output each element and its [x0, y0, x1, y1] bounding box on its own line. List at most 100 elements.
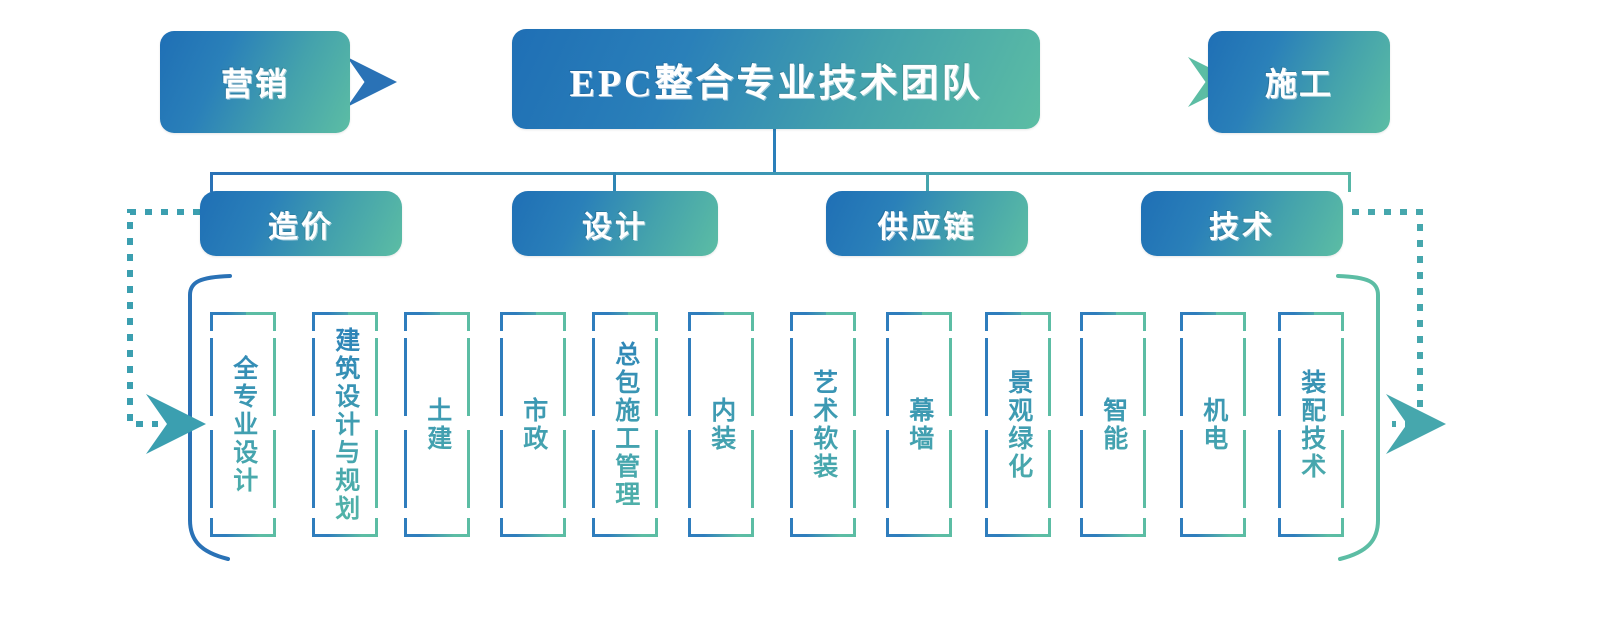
bracket-stub-top-right	[536, 312, 550, 315]
leaf-item-assembly-technology[interactable]: 装配技术	[1278, 312, 1344, 537]
bracket-corner-bottom-left-icon	[886, 518, 905, 537]
bracket-rail-left-upper	[210, 338, 213, 416]
bracket-corner-top-left-icon	[210, 312, 229, 331]
bracket-corner-top-right-icon	[933, 312, 952, 331]
bracket-corner-bottom-right-icon	[359, 518, 378, 537]
bracket-rail-left-lower	[1180, 430, 1183, 508]
bracket-corner-top-right-icon	[257, 312, 276, 331]
bracket-corner-bottom-right-icon	[1127, 518, 1146, 537]
node-branch-technology[interactable]: 技术	[1141, 191, 1343, 256]
bracket-rail-right-upper	[853, 338, 856, 416]
bracket-stub-top-left	[226, 312, 260, 315]
bracket-corner-top-left-icon	[592, 312, 611, 331]
bracket-rail-left-lower	[500, 430, 503, 508]
leaf-frame	[1080, 312, 1146, 537]
bracket-stub-bottom-right	[902, 534, 936, 537]
bracket-rail-left-lower	[985, 430, 988, 508]
bracket-corner-top-right-icon	[735, 312, 754, 331]
bracket-stub-top-left	[516, 312, 550, 315]
bracket-stub-top-right	[246, 312, 260, 315]
node-marketing[interactable]: 营销	[160, 31, 350, 133]
bracket-corner-bottom-right-icon	[1227, 518, 1246, 537]
brace-right-top	[1336, 274, 1380, 297]
leaf-frame	[592, 312, 658, 537]
bracket-corner-bottom-left-icon	[1080, 518, 1099, 537]
bracket-rail-right-lower	[375, 430, 378, 508]
leaf-item-civil-works[interactable]: 土建	[404, 312, 470, 537]
leaf-item-municipal[interactable]: 市政	[500, 312, 566, 537]
bracket-rail-left-upper	[886, 338, 889, 416]
leaf-item-curtain-wall[interactable]: 幕墙	[886, 312, 952, 537]
bracket-rail-right-upper	[563, 338, 566, 416]
bracket-stub-top-left	[420, 312, 454, 315]
bracket-corner-top-right-icon	[451, 312, 470, 331]
bracket-rail-right-upper	[1341, 338, 1344, 416]
bracket-corner-top-left-icon	[1278, 312, 1297, 331]
bracket-rail-right-lower	[1143, 430, 1146, 508]
leaf-item-art-soft-decoration[interactable]: 艺术软装	[790, 312, 856, 537]
bracket-stub-bottom-right	[420, 534, 454, 537]
leaf-frame	[790, 312, 856, 537]
bracket-rail-left-lower	[592, 430, 595, 508]
leaf-label: 全专业设计	[210, 312, 276, 537]
bracket-rail-left-upper	[312, 338, 315, 416]
leaf-item-intelligent[interactable]: 智能	[1080, 312, 1146, 537]
bracket-corner-bottom-right-icon	[837, 518, 856, 537]
connector-drop-2	[613, 172, 616, 192]
leaf-item-architectural-design-planning[interactable]: 建筑设计与规划	[312, 312, 378, 537]
bracket-corner-bottom-left-icon	[592, 518, 611, 537]
bracket-rail-right-upper	[1243, 338, 1246, 416]
node-construction-label: 施工	[1264, 66, 1333, 102]
bracket-stub-bottom-right	[1294, 534, 1328, 537]
bracket-rail-right-upper	[1048, 338, 1051, 416]
node-branch-design[interactable]: 设计	[512, 191, 718, 256]
leaf-item-general-contracting-management[interactable]: 总包施工管理	[592, 312, 658, 537]
node-root[interactable]: EPC整合专业技术团队	[512, 29, 1040, 129]
leaf-label: 土建	[404, 312, 470, 537]
leaf-label: 智能	[1080, 312, 1146, 537]
bracket-stub-bottom-right	[806, 534, 840, 537]
node-branch-cost[interactable]: 造价	[200, 191, 402, 256]
leaf-item-full-professional-design[interactable]: 全专业设计	[210, 312, 276, 537]
leaf-item-mechanical-electrical[interactable]: 机电	[1180, 312, 1246, 537]
bracket-rail-right-lower	[1341, 430, 1344, 508]
bracket-rail-right-upper	[1143, 338, 1146, 416]
bracket-rail-left-upper	[592, 338, 595, 416]
bracket-rail-left-lower	[886, 430, 889, 508]
bracket-corner-top-right-icon	[359, 312, 378, 331]
dotted-loop-left	[127, 209, 206, 454]
bracket-corner-bottom-right-icon	[257, 518, 276, 537]
leaf-item-interior-decoration[interactable]: 内装	[688, 312, 754, 537]
node-branch-supply-chain-label: 供应链	[877, 210, 977, 244]
bracket-stub-top-left	[704, 312, 738, 315]
bracket-rail-right-lower	[1243, 430, 1246, 508]
bracket-stub-top-left	[328, 312, 362, 315]
bracket-corner-top-right-icon	[547, 312, 566, 331]
bracket-rail-left-lower	[312, 430, 315, 508]
leaf-label: 市政	[500, 312, 566, 537]
bracket-rail-right-upper	[467, 338, 470, 416]
bracket-corner-bottom-right-icon	[933, 518, 952, 537]
leaf-frame	[985, 312, 1051, 537]
bracket-rail-right-lower	[467, 430, 470, 508]
brace-right-bottom	[1338, 518, 1380, 561]
leaf-item-landscape-greening[interactable]: 景观绿化	[985, 312, 1051, 537]
bracket-stub-top-left	[1196, 312, 1230, 315]
leaf-frame	[688, 312, 754, 537]
bracket-rail-right-lower	[273, 430, 276, 508]
bracket-rail-left-lower	[790, 430, 793, 508]
node-branch-cost-label: 造价	[268, 210, 334, 244]
leaf-label: 艺术软装	[790, 312, 856, 537]
bracket-rail-right-lower	[751, 430, 754, 508]
bracket-rail-right-lower	[655, 430, 658, 508]
leaf-frame	[500, 312, 566, 537]
bracket-corner-bottom-left-icon	[1180, 518, 1199, 537]
leaf-frame	[404, 312, 470, 537]
bracket-stub-top-right	[348, 312, 362, 315]
node-branch-supply-chain[interactable]: 供应链	[826, 191, 1028, 256]
node-construction[interactable]: 施工	[1208, 31, 1390, 133]
node-root-label: EPC整合专业技术团队	[569, 62, 983, 105]
connector-root-trunk	[773, 128, 776, 173]
bracket-rail-left-upper	[1278, 338, 1281, 416]
